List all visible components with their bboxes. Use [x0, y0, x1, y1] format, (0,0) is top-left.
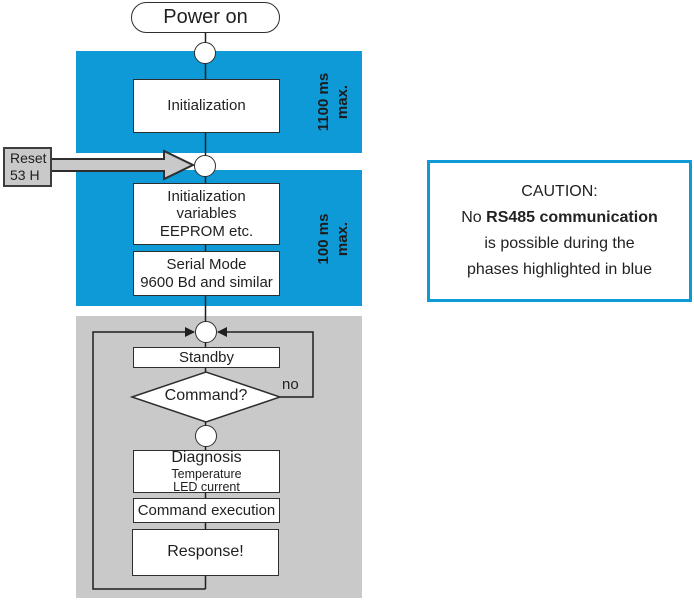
phase1-duration-value: 1100 ms — [315, 72, 332, 132]
diagnosis-title: Diagnosis — [171, 449, 242, 467]
power-on-terminator: Power on — [131, 2, 280, 33]
reset-code-label: 53 H — [10, 167, 40, 183]
phase2-duration-label: 100 ms max. — [313, 179, 353, 299]
serial-mode-box: Serial Mode 9600 Bd and similar — [133, 251, 280, 296]
phase1-duration-label: 1100 ms max. — [313, 42, 353, 162]
initialization-box: Initialization — [133, 79, 280, 133]
reset-arrow — [47, 149, 196, 181]
initialization-label: Initialization — [167, 97, 246, 115]
caution-line2: No RS485 communication — [461, 205, 658, 231]
power-on-label: Power on — [163, 6, 248, 28]
standby-box: Standby — [133, 347, 280, 368]
decision-diamond — [129, 371, 283, 423]
serial-mode-line1: Serial Mode — [166, 256, 247, 274]
junction-circle-1 — [194, 42, 216, 64]
diagnosis-temperature-label: Temperature — [171, 466, 242, 481]
response-label: Response! — [167, 543, 244, 561]
serial-mode-line2: 9600 Bd and similar — [140, 273, 273, 291]
command-execution-box: Command execution — [133, 498, 280, 523]
caution-note: CAUTION: No RS485 communication is possi… — [427, 160, 692, 302]
caution-line2-bold: RS485 communication — [486, 209, 658, 226]
loop-arrowhead-right — [217, 327, 227, 337]
response-box: Response! — [132, 529, 279, 576]
caution-line2-prefix: No — [461, 209, 487, 226]
junction-circle-3 — [195, 321, 217, 343]
loop-arrowhead-left — [185, 327, 195, 337]
phase2-duration-value: 100 ms — [315, 213, 332, 265]
diagnosis-box: Diagnosis Temperature LED current — [133, 449, 280, 494]
reset-input-box: Reset 53 H — [3, 147, 52, 187]
initialization-variables-box: Initialization variables EEPROM etc. — [133, 183, 280, 245]
init-vars-line1: Initialization — [167, 188, 246, 206]
junction-circle-2 — [194, 155, 216, 177]
caution-title: CAUTION: — [521, 183, 598, 200]
command-decision-label: Command? — [164, 387, 248, 404]
diagnosis-led-current-label: LED current — [173, 479, 240, 494]
init-vars-line3: EEPROM etc. — [159, 222, 254, 240]
caution-line3: is possible during the — [484, 235, 635, 252]
caution-line4: phases highlighted in blue — [466, 261, 653, 278]
reset-label: Reset — [10, 150, 47, 166]
command-execution-label: Command execution — [137, 501, 276, 519]
standby-label: Standby — [178, 348, 235, 366]
init-vars-line2: variables — [176, 205, 237, 223]
no-branch-label: no — [282, 376, 299, 393]
junction-circle-4 — [195, 425, 217, 447]
phase1-duration-max: max. — [334, 84, 351, 120]
phase2-duration-max: max. — [334, 221, 351, 257]
